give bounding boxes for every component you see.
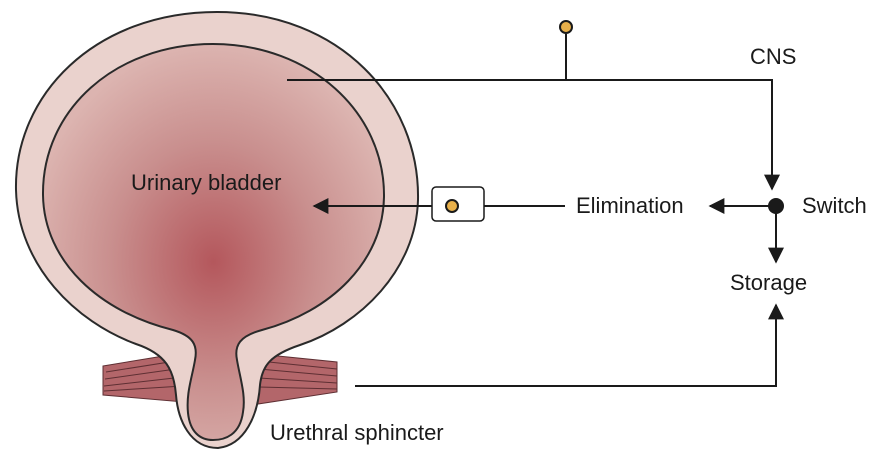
efferent-neuron-icon [445,199,459,213]
bladder-lumen [41,42,386,442]
storage-label: Storage [730,270,807,295]
elimination-label: Elimination [576,193,684,218]
cns-label: CNS [750,44,796,69]
switch-label: Switch [802,193,867,218]
cns-neuron-icon [559,20,573,34]
bladder-label: Urinary bladder [131,170,281,195]
sphincter-to-storage-line [355,303,784,387]
sphincter-label: Urethral sphincter [270,420,444,445]
switch-node [768,198,784,214]
afferent-line [287,79,780,191]
sphincter-muscle-right [257,353,338,405]
